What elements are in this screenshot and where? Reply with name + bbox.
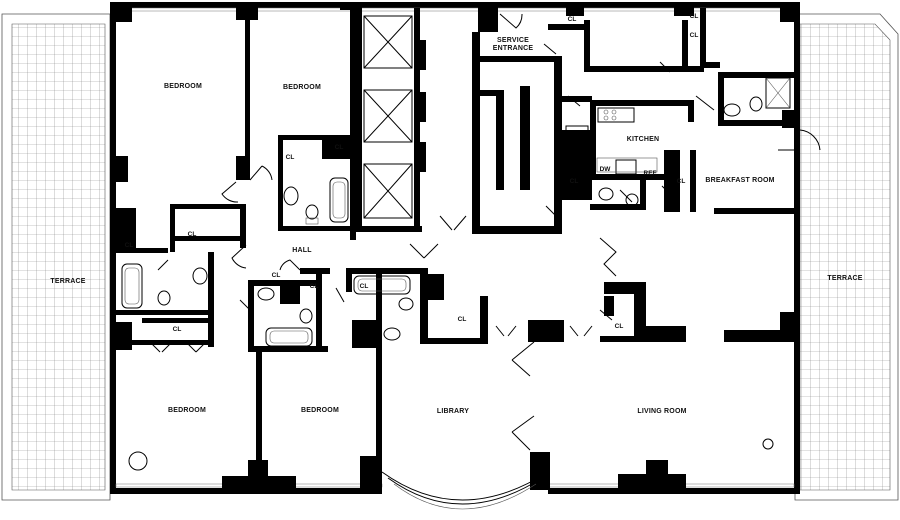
bathroom-fixtures bbox=[121, 77, 791, 347]
closet-label: CL bbox=[677, 178, 686, 185]
label-service-entrance-2: ENTRANCE bbox=[493, 45, 534, 52]
closet-label: CL bbox=[310, 283, 319, 290]
closet-label: CL bbox=[125, 242, 134, 249]
closet-label: CL bbox=[690, 32, 699, 39]
label-service-entrance-1: SERVICE bbox=[497, 37, 529, 44]
columns bbox=[128, 438, 774, 471]
refrigerator-label: REF bbox=[644, 170, 657, 177]
bay-window bbox=[381, 471, 549, 510]
closet-label: CL bbox=[360, 283, 369, 290]
exterior-walls bbox=[110, 2, 800, 494]
closet-label: CL bbox=[570, 178, 579, 185]
room-labels: TERRACE TERRACE BEDROOM BEDROOM BEDROOM … bbox=[50, 37, 862, 415]
elevator-shafts bbox=[363, 15, 413, 219]
closet-label: CL bbox=[568, 16, 577, 23]
closet-label: CL bbox=[335, 144, 344, 151]
closet-labels: CL CL CL CL CL CL CL CL CL CL CL CL CL C… bbox=[125, 13, 699, 333]
kitchen-fixtures bbox=[565, 107, 658, 175]
terrace-left bbox=[1, 13, 111, 501]
terrace-right bbox=[794, 13, 899, 501]
label-terrace-right: TERRACE bbox=[827, 275, 862, 282]
label-hall: HALL bbox=[292, 247, 312, 254]
doors bbox=[149, 13, 821, 451]
closet-label: CL bbox=[690, 13, 699, 20]
label-library: LIBRARY bbox=[437, 408, 469, 415]
closet-label: CL bbox=[272, 272, 281, 279]
label-living-room: LIVING ROOM bbox=[637, 408, 686, 415]
closet-label: CL bbox=[286, 154, 295, 161]
closet-label: CL bbox=[458, 316, 467, 323]
interior-walls bbox=[116, 8, 800, 482]
label-kitchen: KITCHEN bbox=[627, 136, 660, 143]
label-bedroom-lower-left: BEDROOM bbox=[168, 407, 206, 414]
closet-label: CL bbox=[615, 323, 624, 330]
closet-label: CL bbox=[188, 231, 197, 238]
label-bedroom-lower-mid: BEDROOM bbox=[301, 407, 339, 414]
dishwasher-label: DW bbox=[600, 166, 612, 173]
label-breakfast-room: BREAKFAST ROOM bbox=[705, 177, 774, 184]
label-terrace-left: TERRACE bbox=[50, 278, 85, 285]
closet-label: CL bbox=[173, 326, 182, 333]
label-bedroom-upper-left: BEDROOM bbox=[164, 83, 202, 90]
label-bedroom-upper-mid: BEDROOM bbox=[283, 84, 321, 91]
